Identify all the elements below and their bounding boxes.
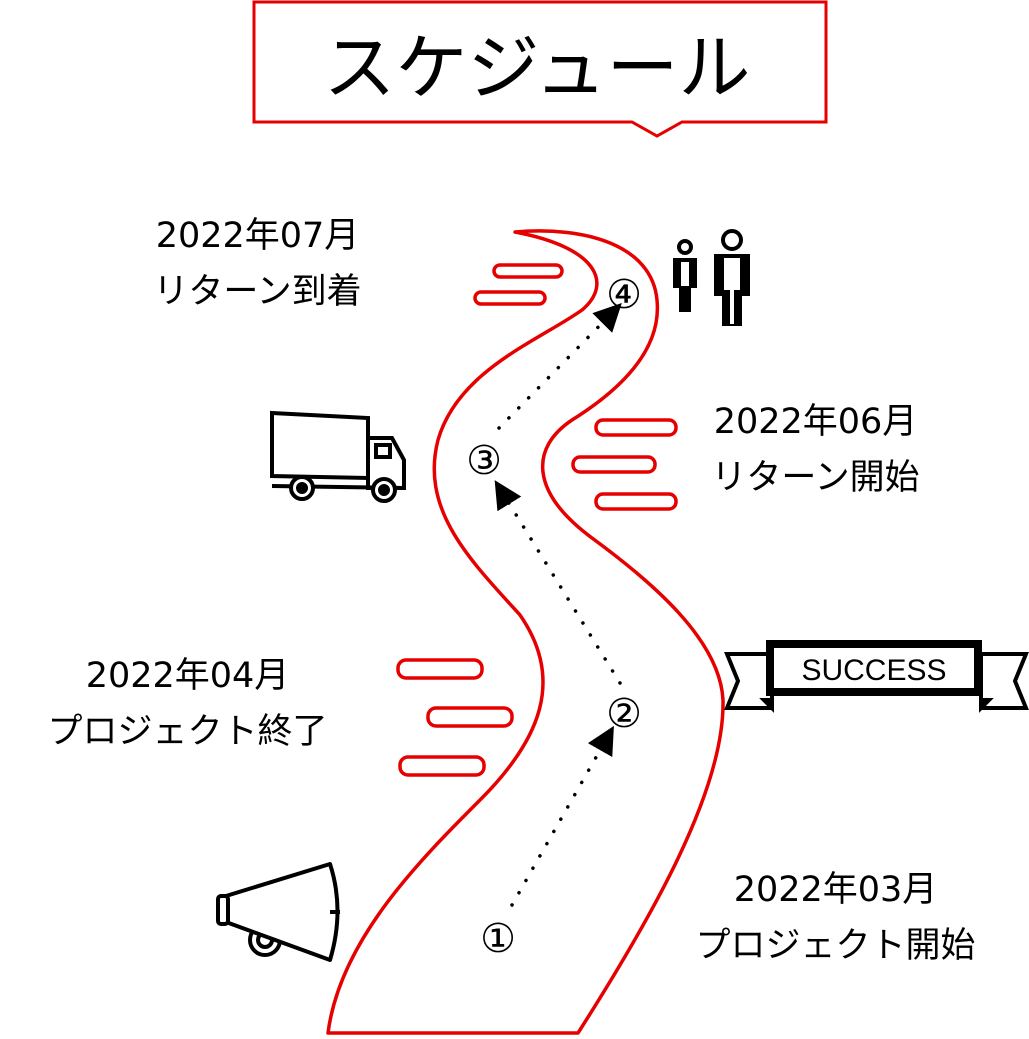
stripe — [594, 492, 678, 511]
milestone-event: リターン到着 — [153, 272, 362, 312]
milestone-date: 2022年04月 — [85, 656, 290, 696]
truck-icon — [270, 410, 406, 503]
milestone-1-label: 2022年04月 プロジェクト終了 — [20, 648, 355, 760]
milestone-3-label: 2022年07月 リターン到着 — [130, 208, 385, 320]
page-title: スケジュール — [324, 26, 751, 110]
people-icon — [673, 229, 750, 326]
stripe — [492, 263, 564, 279]
step-2-marker: ② — [606, 691, 642, 737]
milestone-date: 2022年03月 — [733, 870, 938, 910]
success-banner-text: SUCCESS — [801, 654, 946, 687]
title-callout-box — [252, 0, 828, 138]
milestone-date: 2022年06月 — [713, 402, 918, 442]
milestone-event: プロジェクト開始 — [695, 926, 976, 966]
stripe — [571, 455, 657, 474]
milestone-event: プロジェクト終了 — [47, 712, 328, 752]
path-arrow-2-3 — [494, 480, 622, 685]
milestone-date: 2022年07月 — [155, 216, 360, 256]
road-stripes — [396, 263, 678, 777]
success-ribbon-icon — [724, 640, 1029, 713]
stripe — [473, 290, 547, 306]
stripe — [398, 755, 486, 777]
stripe — [594, 418, 678, 437]
step-4-marker: ④ — [606, 272, 642, 318]
stripe — [396, 658, 484, 680]
megaphone-icon — [216, 862, 340, 962]
milestone-2-label: 2022年06月 リターン開始 — [688, 394, 943, 506]
milestone-0-label: 2022年03月 プロジェクト開始 — [668, 862, 1003, 974]
step-3-marker: ③ — [466, 438, 502, 484]
step-1-marker: ① — [480, 916, 516, 962]
milestone-event: リターン開始 — [711, 458, 920, 498]
road — [326, 229, 725, 1035]
path-arrow-3-4 — [497, 303, 622, 430]
stripe — [426, 706, 514, 728]
